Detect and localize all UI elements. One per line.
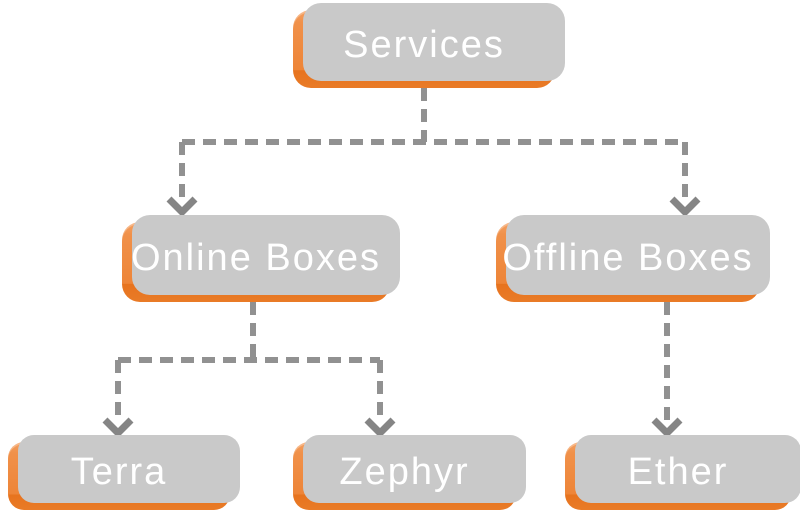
arrow-down-icon <box>651 417 683 438</box>
node-online-boxes: Online Boxes <box>122 222 390 302</box>
node-label: Online Boxes <box>130 236 381 279</box>
node-services: Services <box>293 10 555 88</box>
node-terra: Terra <box>8 442 230 510</box>
node-label: Offline Boxes <box>502 236 754 279</box>
node-label: Zephyr <box>339 450 470 493</box>
arrow-down-icon <box>166 196 198 217</box>
node-offline-boxes: Offline Boxes <box>496 222 760 302</box>
node-zephyr: Zephyr <box>293 442 516 510</box>
arrow-down-icon <box>669 196 701 217</box>
node-label: Terra <box>70 450 168 493</box>
node-label: Services <box>343 23 505 66</box>
node-ether: Ether <box>565 442 791 510</box>
arrow-down-icon <box>102 417 134 438</box>
node-label: Ether <box>627 450 729 493</box>
arrow-down-icon <box>364 417 396 438</box>
